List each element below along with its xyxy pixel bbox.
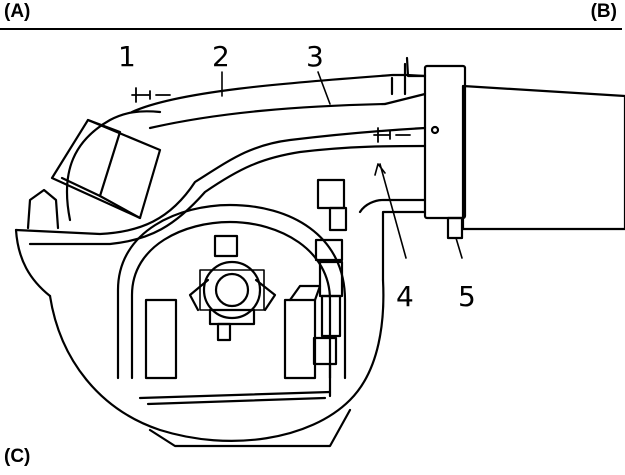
housing [14, 62, 427, 448]
corner-label-c: (C) [4, 446, 31, 467]
callout-4: 4 [396, 280, 414, 313]
header-rule [0, 28, 622, 30]
side-columns [144, 284, 322, 380]
fuel-pump [188, 234, 277, 342]
control-box [26, 118, 162, 230]
callout-3: 3 [306, 40, 324, 73]
screw-symbols [131, 87, 411, 143]
valve-stack [312, 178, 348, 398]
blast-tube [461, 84, 625, 231]
leader-lines [221, 71, 463, 259]
corner-label-a: (A) [4, 1, 31, 22]
callout-2: 2 [212, 40, 230, 73]
fan-chamber [116, 203, 347, 380]
corner-label-b: (B) [590, 1, 617, 22]
callout-5: 5 [458, 280, 476, 313]
mounting-flange [405, 56, 467, 240]
callout-1: 1 [118, 40, 136, 73]
